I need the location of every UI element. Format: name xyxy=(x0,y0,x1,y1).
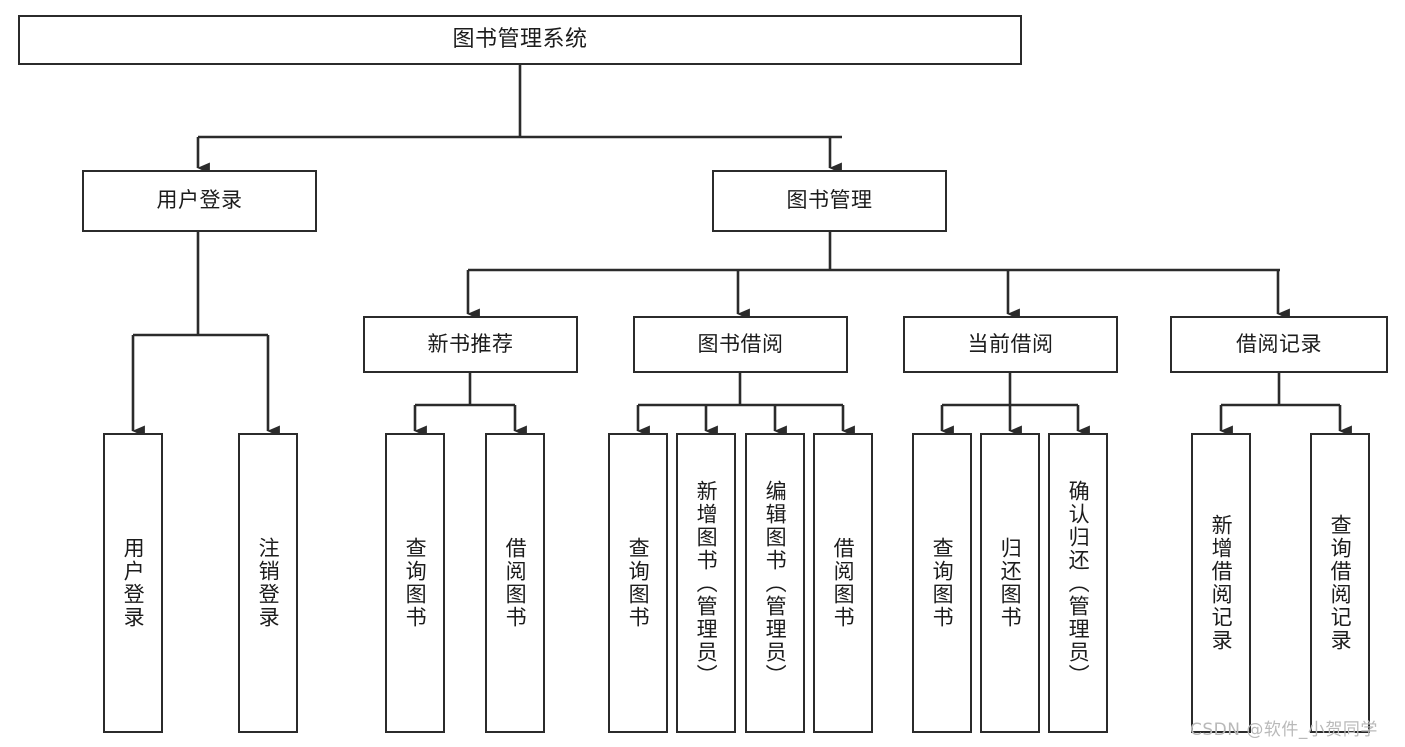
node-new-book-recommendation[interactable]: 新书推荐 xyxy=(363,316,578,373)
leaf-query-books-current[interactable]: 查询图书 xyxy=(912,433,972,733)
leaf-logout[interactable]: 注销登录 xyxy=(238,433,298,733)
node-label: 归还图书 xyxy=(998,537,1023,629)
leaf-borrow-books-new[interactable]: 借阅图书 xyxy=(485,433,545,733)
node-label: 注销登录 xyxy=(256,537,281,629)
leaf-edit-book-admin[interactable]: 编辑图书（管理员） xyxy=(745,433,805,733)
node-book-management[interactable]: 图书管理 xyxy=(712,170,947,232)
leaf-add-book-admin[interactable]: 新增图书（管理员） xyxy=(676,433,736,733)
node-root-library-management-system[interactable]: 图书管理系统 xyxy=(18,15,1022,65)
node-borrow-records[interactable]: 借阅记录 xyxy=(1170,316,1388,373)
node-label: 用户登录 xyxy=(156,188,243,213)
node-label: 确认归还（管理员） xyxy=(1066,479,1091,687)
node-label: 图书借阅 xyxy=(697,331,784,356)
leaf-add-borrow-record[interactable]: 新增借阅记录 xyxy=(1191,433,1251,733)
node-label: 图书管理系统 xyxy=(452,26,588,52)
node-book-borrowing[interactable]: 图书借阅 xyxy=(633,316,848,373)
leaf-confirm-return-admin[interactable]: 确认归还（管理员） xyxy=(1048,433,1108,733)
node-label: 用户登录 xyxy=(121,537,146,629)
node-label: 借阅图书 xyxy=(831,537,856,629)
node-label: 借阅图书 xyxy=(503,537,528,629)
leaf-query-borrow-record[interactable]: 查询借阅记录 xyxy=(1310,433,1370,733)
leaf-borrow-books[interactable]: 借阅图书 xyxy=(813,433,873,733)
node-label: 查询图书 xyxy=(930,537,955,629)
node-label: 图书管理 xyxy=(786,188,873,213)
node-label: 查询借阅记录 xyxy=(1328,514,1353,652)
node-label: 编辑图书（管理员） xyxy=(763,479,788,687)
leaf-return-books[interactable]: 归还图书 xyxy=(980,433,1040,733)
node-current-borrowing[interactable]: 当前借阅 xyxy=(903,316,1118,373)
leaf-query-books-new[interactable]: 查询图书 xyxy=(385,433,445,733)
leaf-query-books-borrow[interactable]: 查询图书 xyxy=(608,433,668,733)
node-label: 新书推荐 xyxy=(427,331,514,356)
node-label: 新增借阅记录 xyxy=(1209,514,1234,652)
node-label: 新增图书（管理员） xyxy=(694,479,719,687)
node-label: 当前借阅 xyxy=(967,331,1054,356)
leaf-user-login[interactable]: 用户登录 xyxy=(103,433,163,733)
node-label: 查询图书 xyxy=(403,537,428,629)
csdn-watermark: CSDN @软件_小贺同学 xyxy=(1190,720,1378,740)
node-label: 借阅记录 xyxy=(1236,331,1322,356)
node-label: 查询图书 xyxy=(626,537,651,629)
node-user-login[interactable]: 用户登录 xyxy=(82,170,317,232)
